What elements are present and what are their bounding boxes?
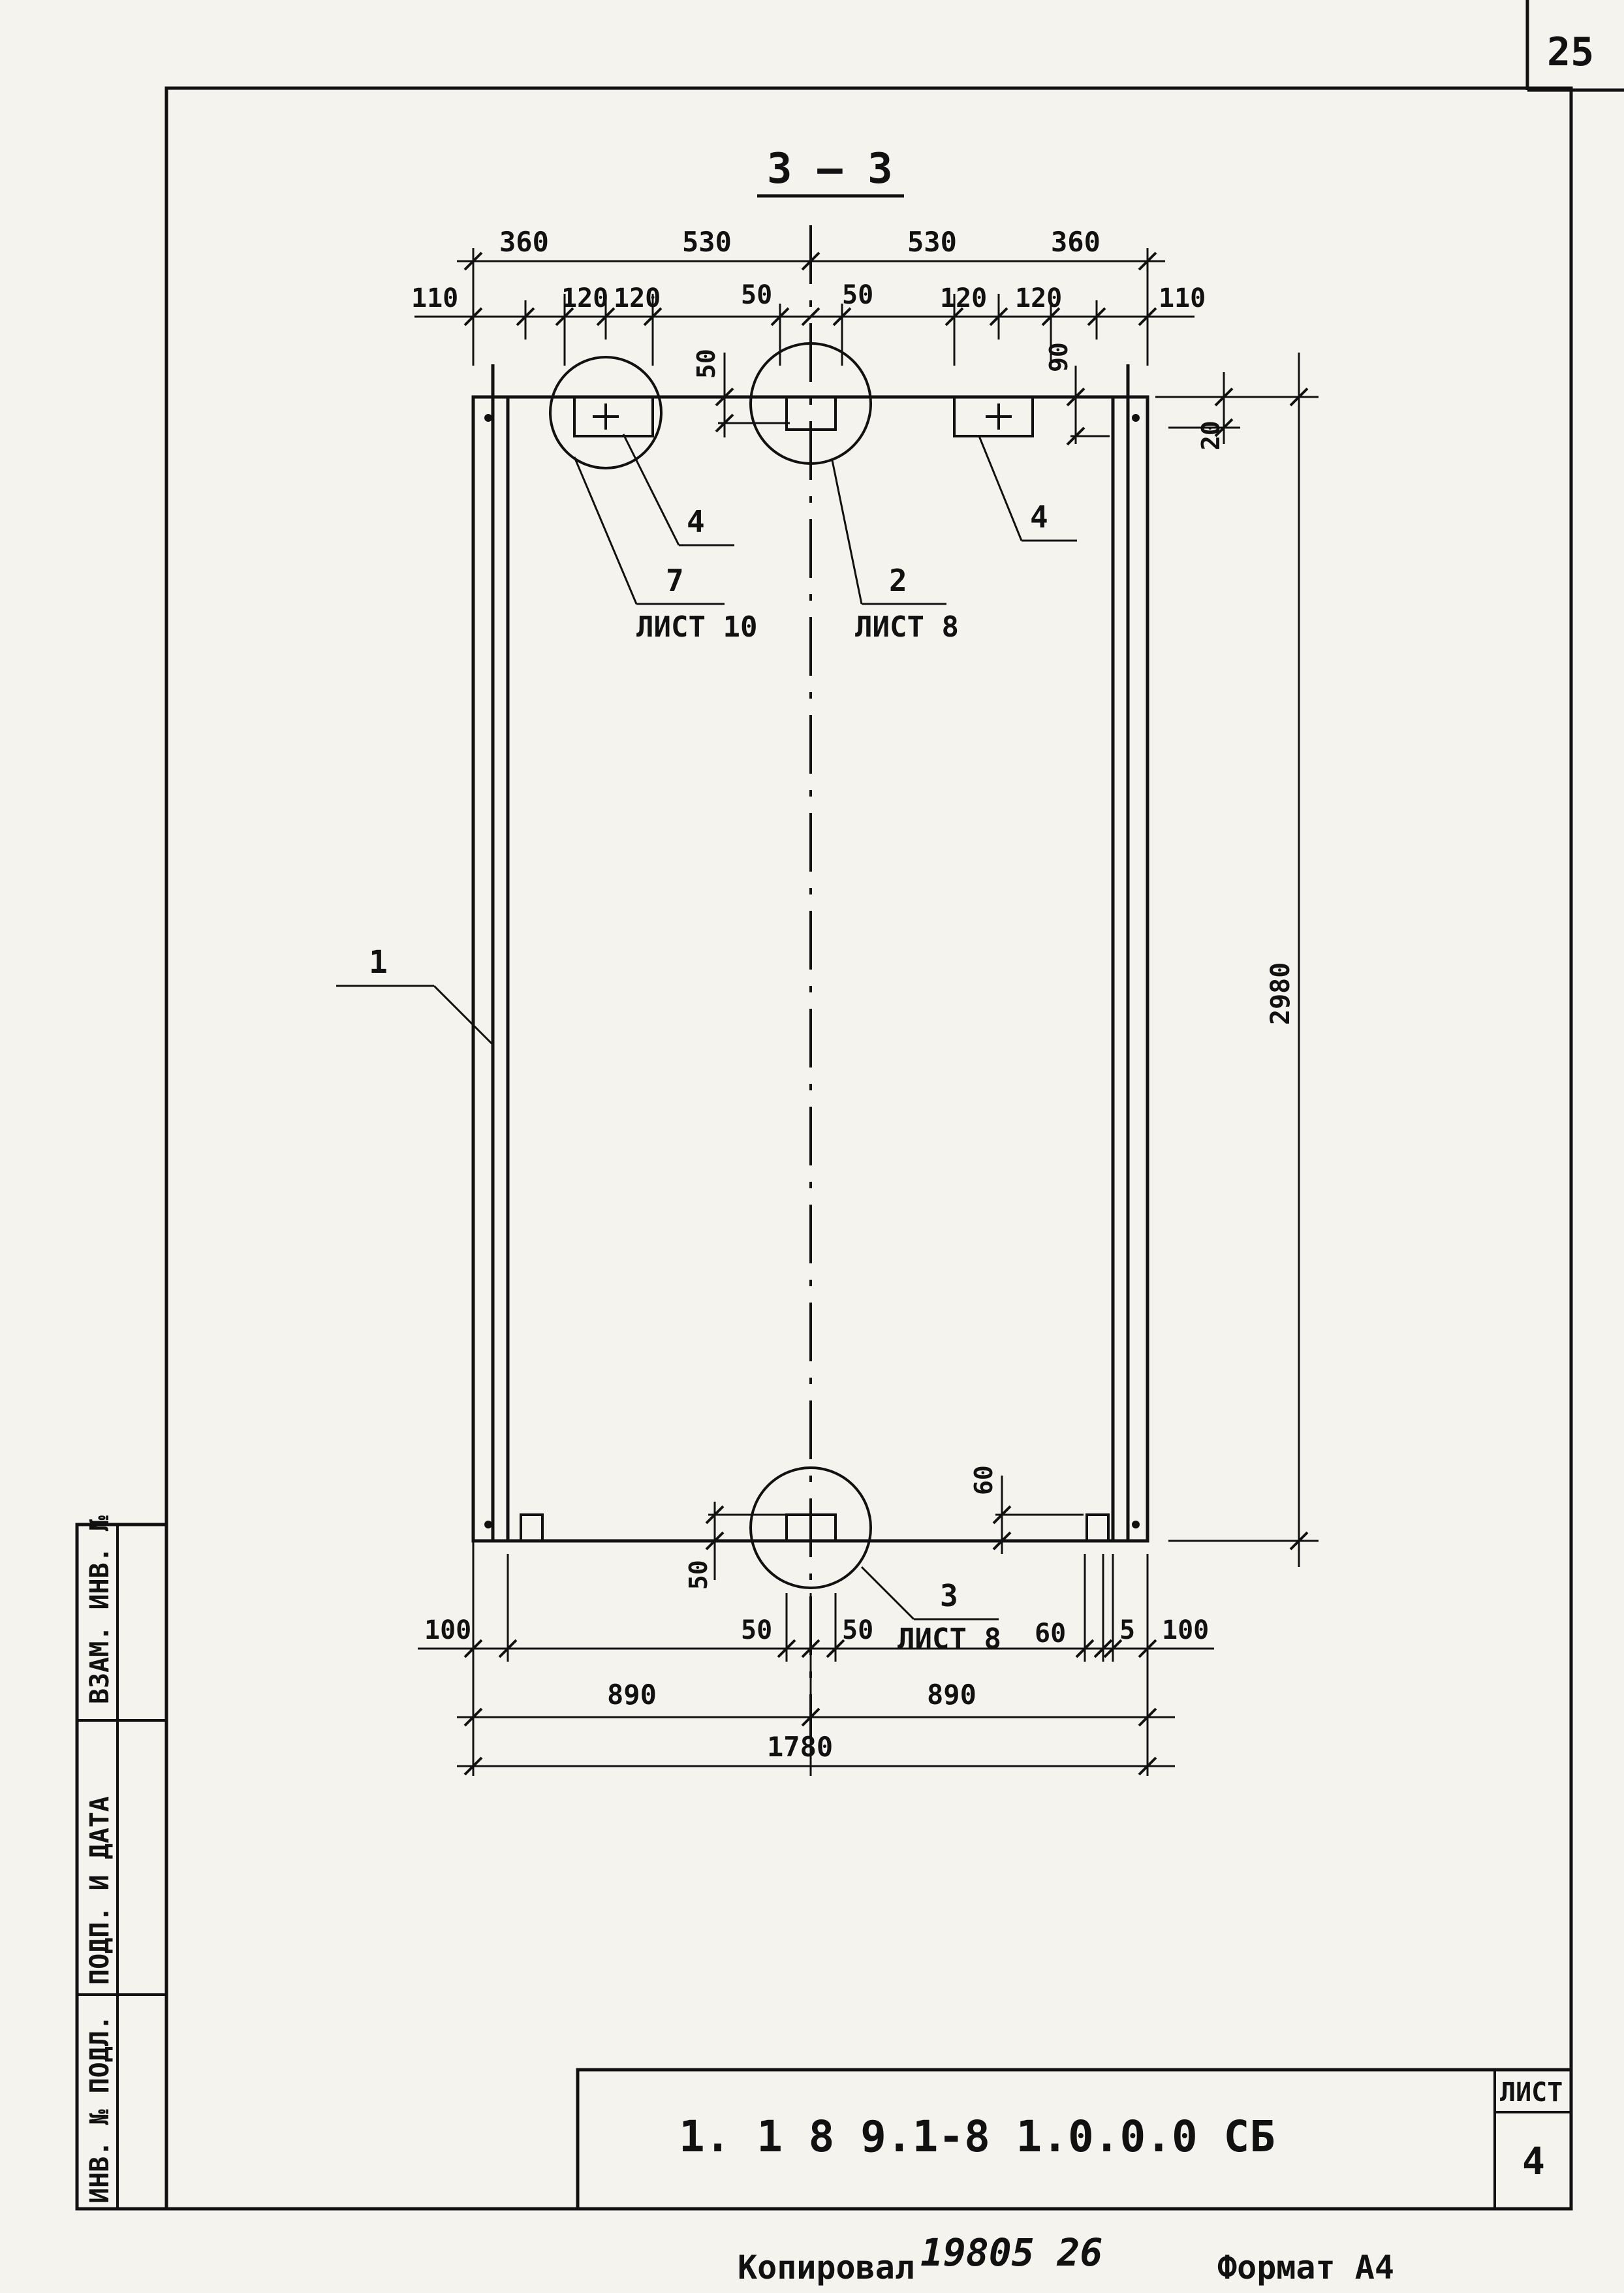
sheet-number: 4 [1522, 2139, 1545, 2183]
callout-node-3: 3 [940, 1578, 958, 1613]
section-view [471, 225, 1149, 1737]
dim-top-360-left: 360 [499, 226, 549, 258]
dim-top-vert-90: 90 [1044, 342, 1073, 372]
callout-node-2-sheet: ЛИСТ 8 [855, 610, 959, 644]
footer-format: Формат А4 [1217, 2249, 1394, 2286]
section-label: 3 — 3 [767, 145, 893, 193]
dim-bottom-5: 5 [1119, 1615, 1135, 1645]
embedded-parts [549, 342, 1034, 1589]
footer-number: 19805 26 [920, 2230, 1102, 2275]
dim-top-530-left: 530 [682, 226, 732, 258]
dim-bottom-50-a: 50 [741, 1615, 772, 1645]
callout-item-4-right: 4 [1030, 499, 1048, 535]
dimension-lines [414, 235, 1319, 1776]
dimension-labels: 360 530 530 360 110 120 120 50 50 120 12… [411, 226, 1296, 1763]
dim-120-c: 120 [940, 283, 987, 313]
dim-bottom-890-right: 890 [927, 1679, 976, 1711]
sheet-label: ЛИСТ [1500, 2078, 1563, 2108]
dim-110-right: 110 [1159, 283, 1206, 313]
dim-bottom-100-left: 100 [424, 1615, 471, 1645]
footer-copied: Копировал [738, 2249, 914, 2286]
dim-top-360-right: 360 [1051, 226, 1101, 258]
callout-item-1: 1 [369, 944, 388, 981]
dim-total-1780: 1780 [767, 1731, 833, 1763]
callout-node-2: 2 [889, 563, 907, 598]
dim-bottom-vert-50: 50 [684, 1560, 713, 1590]
detail-circle-7 [549, 356, 663, 469]
callout-node-3-sheet: ЛИСТ 8 [898, 1622, 1001, 1656]
detail-circle-3 [749, 1466, 872, 1589]
title-block: 1. 1 8 9.1-8 1.0.0.0 СБ ЛИСТ 4 [576, 2068, 1573, 2211]
section-title: 3 — 3 [757, 145, 904, 198]
dim-bottom-890-left: 890 [607, 1679, 657, 1711]
dim-top-vert-50: 50 [692, 349, 721, 379]
document-code: 1. 1 8 9.1-8 1.0.0.0 СБ [679, 2111, 1275, 2162]
page-number-box: 25 [1525, 0, 1624, 92]
side-stamp: ВЗАМ. ИНВ. № ПОДП. И ДАТА ИНВ. № ПОДЛ. [75, 1515, 168, 2211]
callouts: 1 4 4 7 ЛИСТ 10 2 ЛИСТ 8 3 ЛИСТ 8 [336, 434, 1077, 1656]
detail-circle-2 [749, 342, 872, 465]
callout-node-7-sheet: ЛИСТ 10 [636, 610, 757, 644]
drawing-frame [164, 86, 1573, 2211]
dim-110-left: 110 [411, 283, 458, 313]
dim-120-a: 120 [561, 283, 608, 313]
stamp-substitute-inv: ВЗАМ. ИНВ. № [85, 1515, 115, 1704]
page-number: 25 [1547, 29, 1594, 75]
dim-120-d: 120 [1015, 283, 1062, 313]
dim-50-a: 50 [741, 280, 772, 310]
dim-120-b: 120 [614, 283, 661, 313]
callout-node-7: 7 [666, 563, 684, 598]
dim-bottom-vert-60: 60 [969, 1465, 998, 1495]
dim-top-530-right: 530 [907, 226, 957, 258]
dim-bottom-100-right: 100 [1162, 1615, 1209, 1645]
dim-bottom-60: 60 [1035, 1619, 1066, 1649]
dim-bottom-50-b: 50 [842, 1615, 873, 1645]
stamp-original-inv: ИНВ. № ПОДЛ. [85, 2015, 115, 2204]
callout-item-4-left: 4 [687, 504, 705, 539]
dim-50-b: 50 [842, 280, 873, 310]
stamp-signature-date: ПОДП. И ДАТА [85, 1796, 115, 1985]
dim-height-2980: 2980 [1266, 962, 1296, 1025]
dim-right-20: 20 [1196, 420, 1225, 451]
